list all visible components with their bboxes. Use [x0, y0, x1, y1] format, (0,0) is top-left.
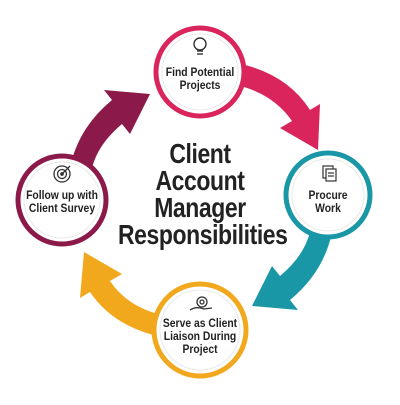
- documents-icon: [322, 165, 337, 182]
- step-label-serve-as-client-liaison: Serve as Client Liaison During Project: [162, 318, 238, 356]
- title-line-2: Account: [155, 165, 245, 196]
- target-icon: [53, 165, 71, 183]
- step-label-follow-up-client-survey: Follow up with Client Survey: [26, 190, 98, 215]
- title-line-1: Client: [169, 138, 231, 169]
- arrow-followup-to-find: [70, 90, 150, 168]
- arrow-find-to-procure: [232, 62, 320, 150]
- arrow-procure-to-serve: [252, 232, 332, 310]
- arrow-serve-to-followup: [80, 252, 166, 338]
- lightbulb-icon: [193, 37, 207, 55]
- step-label-procure-work: Procure Work: [308, 190, 348, 215]
- center-title: Client Account Manager Responsibilities: [118, 138, 288, 250]
- title-line-3: Manager: [154, 192, 246, 223]
- node-procure-work: [283, 150, 373, 240]
- node-find-potential-projects: [153, 25, 247, 119]
- title-line-4: Responsibilities: [118, 219, 288, 250]
- node-serve-as-client-liaison: [151, 281, 249, 379]
- step-label-find-potential-projects: Find Potential Projects: [165, 67, 235, 92]
- node-follow-up-client-survey: [15, 153, 109, 247]
- gear-hand-icon: [189, 296, 213, 311]
